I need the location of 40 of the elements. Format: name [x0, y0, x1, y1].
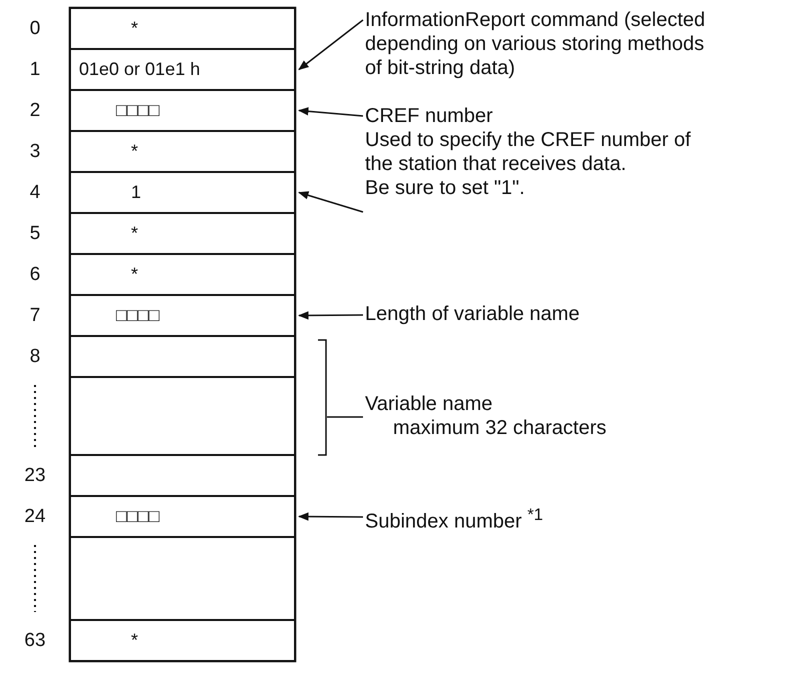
- memory-cell: □□□□: [70, 90, 295, 131]
- row-number: 0: [28, 18, 42, 40]
- leader-line: [298, 19, 364, 70]
- row-number: 2: [28, 100, 42, 122]
- row-number: 3: [28, 140, 42, 162]
- callout-text: Be sure to set "1".: [365, 176, 525, 200]
- row-number: 63: [23, 630, 47, 652]
- leader-line: [327, 416, 363, 418]
- leader-line: [298, 512, 363, 521]
- callout-text: Used to specify the CREF number of the station that receives data.: [365, 128, 692, 176]
- row-number: 4: [28, 182, 42, 204]
- memory-cell: □□□□: [70, 295, 295, 336]
- memory-cell: *: [70, 620, 295, 661]
- row-number: 23: [23, 464, 47, 486]
- memory-cell: [70, 455, 295, 496]
- memory-cell: [70, 336, 295, 377]
- leader-line: [298, 191, 364, 213]
- callout-text: Variable name: [365, 392, 492, 416]
- callout-text: maximum 32 characters: [392, 416, 606, 440]
- memory-cell: *: [70, 213, 295, 254]
- memory-cell: 1: [70, 172, 295, 213]
- memory-cell: □□□□: [70, 496, 295, 537]
- callout-text: CREF number: [365, 104, 710, 128]
- row-number: 8: [28, 346, 42, 368]
- row-number: 1: [28, 58, 42, 80]
- memory-cell: *: [70, 131, 295, 172]
- row-number: 7: [28, 304, 42, 326]
- memory-cell: [70, 537, 295, 620]
- row-number: 5: [28, 222, 42, 244]
- memory-cell: *: [70, 8, 295, 49]
- callout-text: Length of variable name: [365, 302, 765, 326]
- memory-cell: 01e0 or 01e1 h: [70, 49, 295, 90]
- row-number: 24: [23, 506, 47, 528]
- callout-text: Subindex number $^{*1}$: [365, 503, 765, 534]
- memory-cell: *: [70, 254, 295, 295]
- leader-line: [298, 107, 364, 117]
- leader-line: [298, 311, 363, 320]
- row-number: 6: [28, 264, 42, 286]
- callout-text: InformationReport command (selected depending on various storing methods of bit-string data): [365, 8, 710, 80]
- memory-cell: [70, 377, 295, 455]
